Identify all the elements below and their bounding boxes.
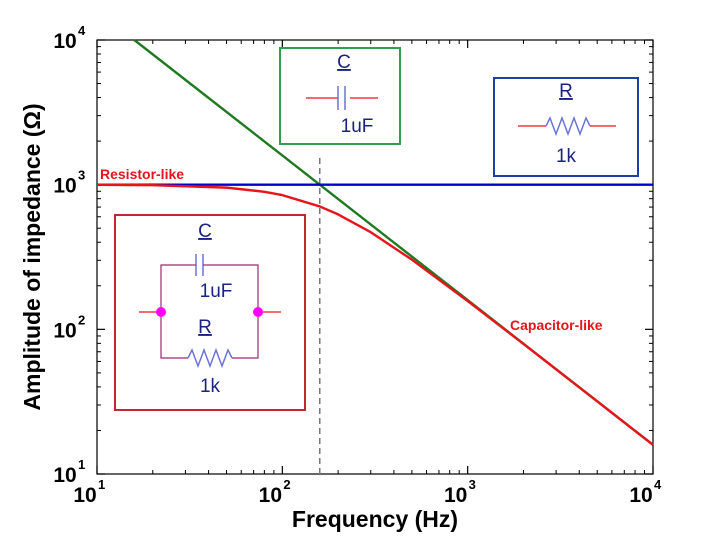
capacitor-inset-value: 1uF: [341, 116, 374, 137]
y-tick-label: 10: [53, 464, 76, 487]
y-axis-label: Amplitude of impedance (Ω): [19, 103, 45, 410]
capacitor-inset-box: [279, 47, 401, 145]
x-tick-exponent: 1: [98, 477, 105, 492]
resistor-inset-title: R: [559, 81, 573, 102]
resistor-inset: R 1k: [493, 77, 639, 177]
plot-frame: [96, 39, 654, 475]
capacitor-inset-title: C: [337, 52, 351, 73]
parallel-rc-inset: C 1uF R 1k: [114, 214, 306, 411]
parallel-inset-cap-value: 1uF: [200, 281, 233, 302]
resistor-inset-value: 1k: [556, 146, 577, 167]
resistor-like-annotation: Resistor-like: [100, 166, 184, 182]
x-tick-label: 10: [629, 484, 652, 507]
parallel-circuit-icon: [139, 254, 281, 369]
x-tick-label: 10: [73, 484, 96, 507]
parallel-inset-res-value: 1k: [200, 376, 221, 397]
resistor-inset-box: [493, 77, 639, 177]
x-axis-label: Frequency (Hz): [292, 506, 458, 532]
x-tick-exponent: 2: [283, 477, 290, 492]
capacitor-inset: C 1uF: [279, 47, 401, 145]
parallel-rc-impedance-line: [96, 183, 654, 446]
y-tick-exponent: 2: [78, 312, 85, 327]
x-tick-label: 10: [259, 484, 282, 507]
y-tick-exponent: 3: [78, 168, 85, 183]
capacitor-like-annotation: Capacitor-like: [510, 317, 603, 333]
y-tick-label: 10: [53, 175, 76, 198]
x-tick-exponent: 3: [469, 477, 476, 492]
y-tick-exponent: 1: [78, 457, 85, 472]
parallel-inset-res-title: R: [198, 317, 212, 338]
y-tick-label: 10: [53, 319, 76, 342]
series-group: [96, 39, 654, 446]
x-tick-exponent: 4: [654, 477, 662, 492]
capacitor-symbol-icon: [306, 86, 378, 110]
x-tick-label: 10: [444, 484, 467, 507]
parallel-inset-cap-title: C: [198, 221, 212, 242]
resistor-symbol-icon: [518, 115, 616, 137]
y-tick-exponent: 4: [78, 23, 86, 38]
y-tick-label: 10: [53, 30, 76, 53]
